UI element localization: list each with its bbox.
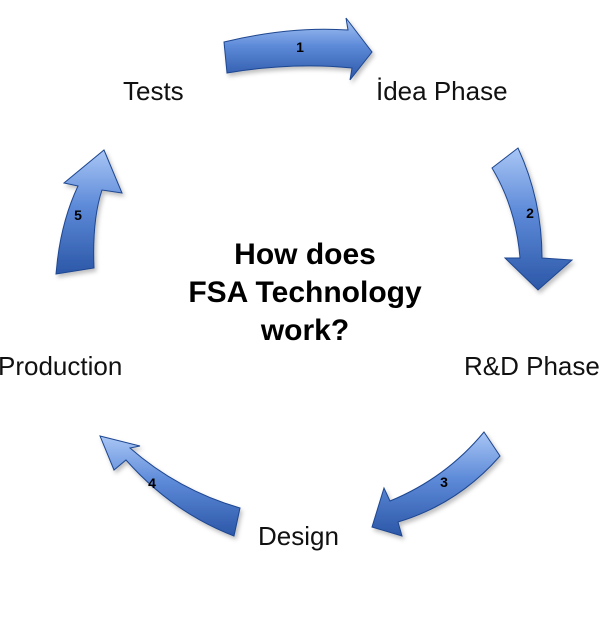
center-title-line-2: FSA Technology xyxy=(188,276,422,309)
center-title: How does FSA Technology work? xyxy=(150,236,460,350)
arrow-number-2: 2 xyxy=(526,205,534,221)
stage-label-production: Production xyxy=(0,351,123,381)
stage-label-tests: Tests xyxy=(123,76,184,106)
stage-label-idea-phase: İdea Phase xyxy=(376,76,508,106)
center-title-line-1: How does xyxy=(234,238,376,271)
arrow-number-4: 4 xyxy=(148,475,156,491)
cycle-arrow-3: 3 xyxy=(371,431,501,537)
arrow-number-1: 1 xyxy=(296,39,304,55)
arrow-number-3: 3 xyxy=(440,474,448,490)
stage-label-rd-phase: R&D Phase xyxy=(464,351,600,381)
center-title-line-3: work? xyxy=(260,314,350,347)
arrow-number-5: 5 xyxy=(74,207,82,223)
cycle-arrow-4: 4 xyxy=(99,435,241,537)
cycle-arrow-1: 1 xyxy=(223,17,373,81)
stage-label-design: Design xyxy=(258,521,339,551)
cycle-arrow-5: 5 xyxy=(55,149,123,275)
cycle-arrow-2: 2 xyxy=(491,147,574,291)
